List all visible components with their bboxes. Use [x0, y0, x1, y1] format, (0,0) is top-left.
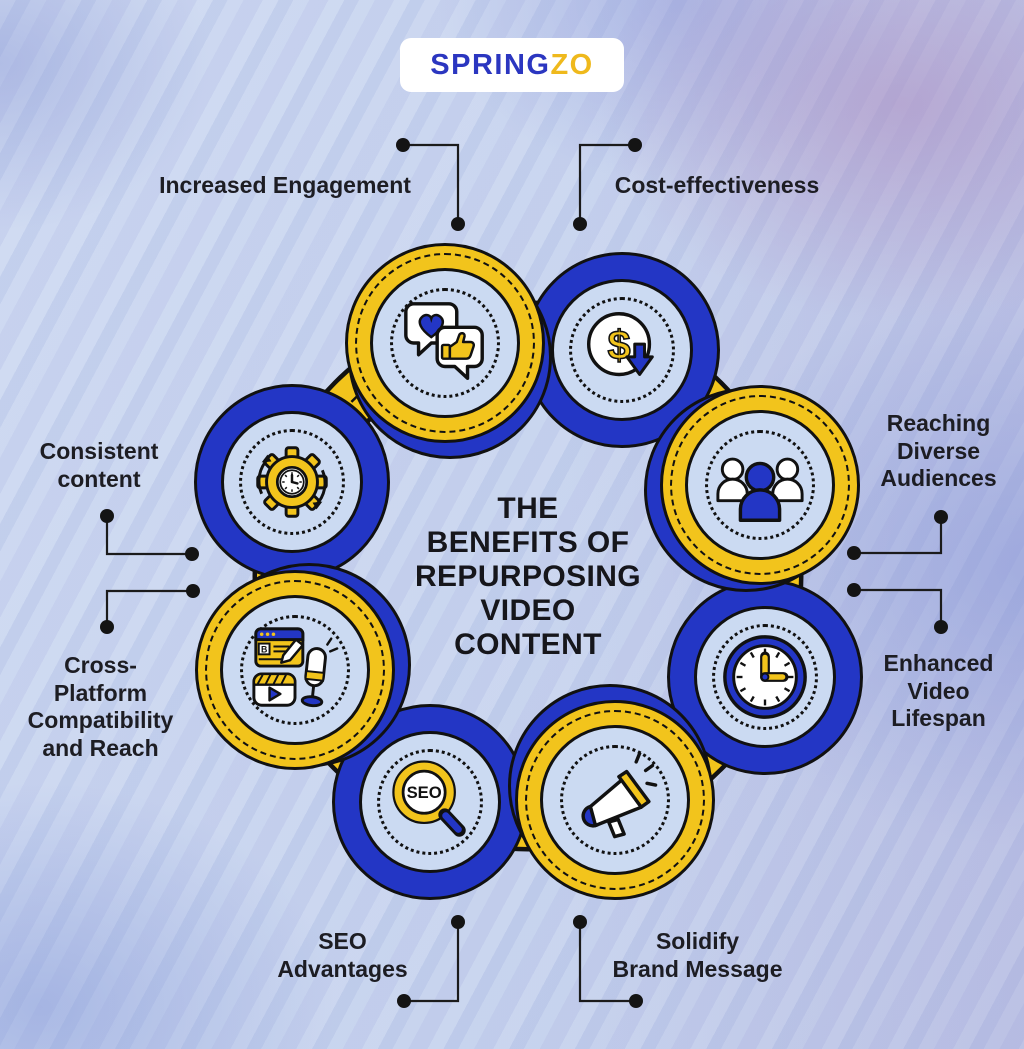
node-dotted-ring — [560, 745, 670, 855]
heart-thumbsup-chat-icon — [404, 302, 484, 380]
label-solidify-brand-message: Solidify Brand Message — [612, 928, 783, 982]
node-dotted-ring — [239, 429, 345, 535]
page-title: THE BENEFITS OF REPURPOSING VIDEO CONTEN… — [414, 492, 642, 661]
gear-clock-cycle-icon — [256, 446, 328, 518]
svg-text:$: $ — [608, 322, 631, 368]
audience-people-icon — [716, 457, 804, 522]
road-dash-line — [670, 395, 850, 575]
dollar-savings-arrow-icon: $ — [586, 312, 654, 377]
road-dash-line — [205, 580, 385, 760]
label-cross-platform: Cross- Platform Compatibility and Reach — [27, 652, 174, 761]
logo-text-spring: SPRING — [430, 48, 551, 81]
node-increased-engagement — [345, 243, 552, 459]
node-dotted-ring — [390, 288, 500, 398]
megaphone-icon — [581, 753, 658, 839]
svg-text:SEO: SEO — [407, 783, 442, 802]
label-seo-advantages: SEO Advantages — [277, 928, 408, 982]
node-cross-platform: B — [195, 563, 411, 770]
node-solidify-brand-message — [508, 684, 715, 900]
logo-text-zo: ZO — [550, 48, 594, 81]
node-dotted-ring — [569, 297, 675, 403]
node-cost-effectiveness: $ — [524, 252, 720, 448]
node-dotted-ring — [377, 749, 483, 855]
node-consistent-content — [194, 384, 390, 580]
node-seo-advantages: SEO — [332, 704, 528, 900]
svg-text:B: B — [261, 644, 267, 654]
label-increased-engagement: Increased Engagement — [159, 172, 411, 198]
node-reaching-diverse-audiences — [644, 385, 860, 592]
road-dash-line — [525, 710, 705, 890]
node-dotted-ring — [712, 624, 818, 730]
label-reaching-diverse-audiences: Reaching Diverse Audiences — [880, 410, 997, 492]
multi-format-content-icon: B — [252, 627, 339, 708]
seo-magnifier-icon: SEO — [392, 760, 466, 837]
node-dotted-ring — [240, 615, 350, 725]
label-enhanced-video-lifespan: Enhanced Video Lifespan — [883, 650, 994, 732]
road-dash-line — [355, 253, 535, 433]
label-cost-effectiveness: Cost-effectiveness — [614, 172, 820, 198]
clock-icon — [723, 635, 807, 719]
node-dotted-ring — [705, 430, 815, 540]
label-consistent-content: Consistent content — [39, 438, 159, 492]
